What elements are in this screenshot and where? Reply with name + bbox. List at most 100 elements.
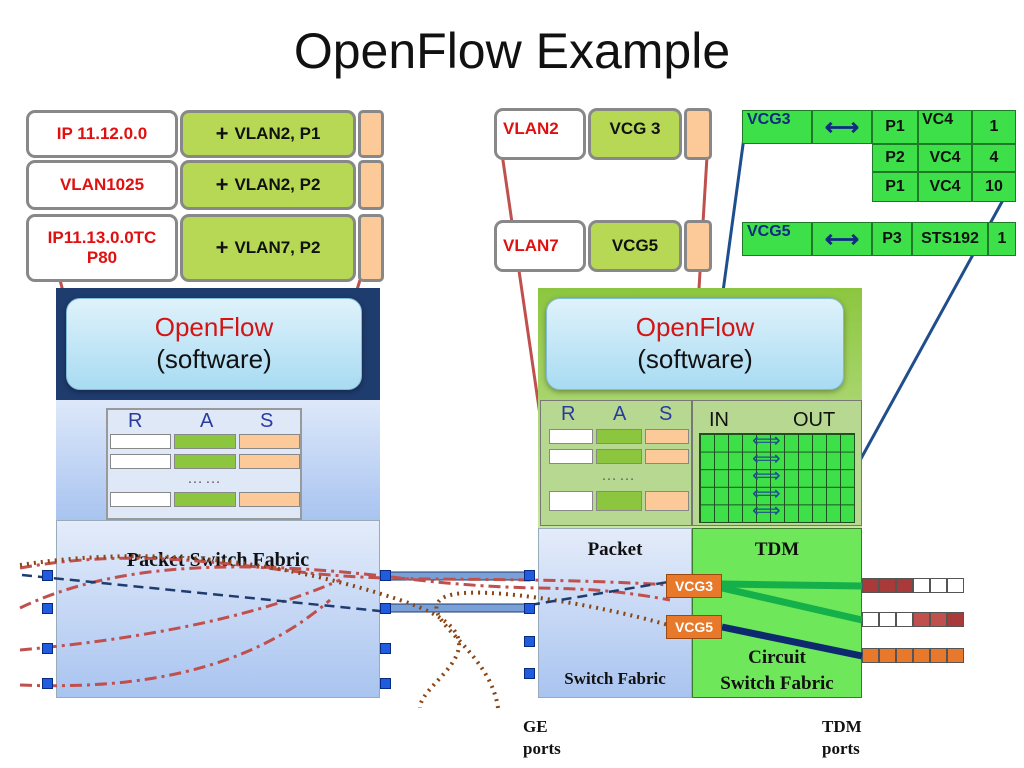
port-cell: P1	[872, 172, 918, 202]
bidirectional-arrow-icon: ⟷	[812, 110, 872, 144]
openflow-software-box: OpenFlow (software)	[546, 298, 844, 390]
cross-connect-grid: ⟺ ⟺ ⟺ ⟺ ⟺	[699, 430, 855, 523]
right-flow-table: R A S ……	[540, 400, 692, 526]
vcg-cell: VCG3	[742, 110, 812, 144]
ge-port	[524, 570, 535, 581]
out-label: OUT	[793, 409, 836, 431]
circuit-link	[721, 580, 863, 590]
left-flow-table: R A S ……	[106, 408, 302, 520]
match-field: VLAN1025	[26, 160, 178, 210]
in-label: IN	[709, 409, 729, 431]
tdm-port-strip	[862, 648, 964, 663]
plus-sign: +	[215, 235, 229, 260]
flow-rows: ……	[549, 429, 689, 516]
traffic-path	[434, 590, 669, 709]
packet-switch-fabric-right: Packet Switch Fabric	[538, 528, 692, 698]
port-cell: P3	[872, 222, 912, 256]
action-header: A	[613, 403, 627, 425]
number-cell: 1	[972, 110, 1016, 144]
flow-row	[110, 434, 300, 449]
circuit-link	[721, 584, 863, 624]
signal-cell: VC4	[918, 144, 972, 172]
bidirectional-arrow-icon: ⟷	[812, 222, 872, 256]
match-field: VLAN7	[494, 220, 586, 272]
circuit-switch-fabric-label: Switch Fabric	[720, 673, 834, 694]
bidirectional-arrow-icon: ⟺	[752, 465, 781, 488]
rule-header: R	[128, 410, 143, 432]
bidirectional-arrow-icon: ⟺	[752, 430, 781, 452]
ge-port	[42, 570, 53, 581]
traffic-path	[19, 578, 341, 652]
vcg3-tag: VCG3	[666, 574, 722, 598]
tdm-port-strip	[862, 612, 964, 627]
traffic-path	[529, 580, 669, 607]
ports-text: ports	[523, 739, 561, 758]
signal-cell: STS192	[912, 222, 988, 256]
slide-title: OpenFlow Example	[293, 23, 731, 79]
traffic-path	[19, 598, 331, 688]
ge-port	[524, 636, 535, 647]
stats-field	[358, 110, 384, 158]
openflow-label: OpenFlow	[635, 312, 755, 342]
ge-port	[524, 668, 535, 679]
flow-row	[110, 454, 300, 469]
action-header: A	[200, 410, 214, 432]
vcg-cell: VCG5	[742, 222, 812, 256]
stats-field	[358, 160, 384, 210]
bidirectional-arrow-icon: ⟺	[752, 447, 781, 470]
ellipsis: ……	[601, 467, 637, 484]
number-cell: 4	[972, 144, 1016, 172]
signal-cell: VC4	[918, 110, 972, 144]
stats-field	[684, 108, 712, 160]
xconnect-arrows: ⟺ ⟺ ⟺ ⟺ ⟺	[752, 430, 781, 523]
circuit-label: Circuit	[748, 647, 806, 668]
bidirectional-arrow-icon: ⟺	[752, 500, 781, 523]
ge-port	[380, 570, 391, 581]
openflow-label: OpenFlow	[154, 312, 274, 342]
stats-field	[358, 214, 384, 282]
circuit-link	[721, 623, 863, 660]
ge-port	[380, 603, 391, 614]
packet-switch-fabric: Packet Switch Fabric	[56, 520, 380, 698]
action-field: + VLAN2, P1	[180, 110, 356, 158]
match-field: IP 11.12.0.0	[26, 110, 178, 158]
match-field: IP11.13.0.0TC P80	[26, 214, 178, 282]
action-field: VCG 3	[588, 108, 682, 160]
ports-text: ports	[822, 739, 860, 758]
link-bar	[389, 603, 531, 613]
ge-port	[380, 678, 391, 689]
stats-header: S	[260, 410, 274, 432]
ge-port	[42, 678, 53, 689]
rule-header: R	[561, 403, 576, 425]
openflow-software-box: OpenFlow (software)	[66, 298, 362, 390]
ge-ports-label: GE ports	[523, 716, 561, 760]
action-text: VLAN2, P2	[234, 175, 321, 194]
traffic-path	[19, 554, 461, 709]
tdm-ports-label: TDM ports	[822, 716, 862, 760]
action-field: + VLAN7, P2	[180, 214, 356, 282]
tdm-label: TDM	[754, 539, 800, 560]
number-cell: 10	[972, 172, 1016, 202]
ellipsis: ……	[187, 470, 223, 487]
software-label: (software)	[156, 344, 272, 374]
bidirectional-arrow-icon: ⟺	[752, 482, 781, 505]
ge-port	[42, 603, 53, 614]
signal-cell: VC4	[918, 172, 972, 202]
ge-port	[524, 603, 535, 614]
traffic-path	[19, 556, 671, 587]
action-text: VLAN7, P2	[234, 238, 321, 257]
traffic-path	[19, 565, 671, 610]
port-cell: P2	[872, 144, 918, 172]
action-field: + VLAN2, P2	[180, 160, 356, 210]
traffic-path	[21, 573, 391, 614]
ge-text: GE	[523, 717, 548, 736]
vcg5-tag: VCG5	[666, 615, 722, 639]
flow-row	[549, 429, 689, 444]
packet-label: Packet	[587, 539, 643, 560]
switch-fabric-label: Switch Fabric	[564, 669, 666, 688]
ge-port	[42, 643, 53, 654]
match-field: VLAN2	[494, 108, 586, 160]
plus-sign: +	[215, 121, 229, 146]
action-text: VLAN2, P1	[234, 124, 321, 143]
